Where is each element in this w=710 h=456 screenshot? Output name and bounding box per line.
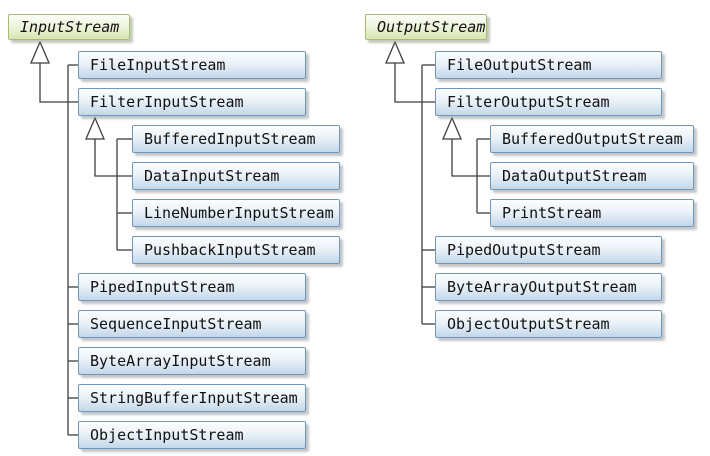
generalization-arrow-icon [30,40,50,64]
class-node-bytearrayinputstream: ByteArrayInputStream [78,347,306,375]
outputstream-tree-connectors [385,40,435,325]
class-node-fileinputstream: FileInputStream [78,51,306,79]
generalization-arrow-icon [442,116,462,140]
connector-line [94,139,132,177]
filterinputstream-tree-connectors [85,116,132,251]
class-node-printstream: PrintStream [490,199,694,227]
connector-line [451,139,490,177]
class-node-bytearrayoutputstream: ByteArrayOutputStream [435,273,662,301]
class-node-linenumberinputstream: LineNumberInputStream [132,199,340,227]
class-node-stringbufferinputstream: StringBufferInputStream [78,384,306,412]
class-node-filterinputstream: FilterInputStream [78,88,306,116]
class-node-fileoutputstream: FileOutputStream [435,51,662,79]
class-node-objectoutputstream: ObjectOutputStream [435,310,662,338]
connector-line [394,63,435,103]
class-node-datainputstream: DataInputStream [132,162,340,190]
class-node-objectinputstream: ObjectInputStream [78,421,306,449]
class-node-outputstream: OutputStream [365,14,487,40]
inputstream-tree-connectors [30,40,78,436]
filteroutputstream-tree-connectors [442,116,490,214]
class-node-inputstream: InputStream [8,14,130,40]
class-node-bufferedoutputstream: BufferedOutputStream [490,125,694,153]
class-node-pipedinputstream: PipedInputStream [78,273,306,301]
class-node-dataoutputstream: DataOutputStream [490,162,694,190]
generalization-arrow-icon [85,116,105,140]
generalization-arrow-icon [385,40,405,64]
class-node-pushbackinputstream: PushbackInputStream [132,236,340,264]
class-node-bufferedinputstream: BufferedInputStream [132,125,340,153]
connector-line [39,63,78,103]
class-node-pipedoutputstream: PipedOutputStream [435,236,662,264]
class-node-sequenceinputstream: SequenceInputStream [78,310,306,338]
class-node-filteroutputstream: FilterOutputStream [435,88,662,116]
